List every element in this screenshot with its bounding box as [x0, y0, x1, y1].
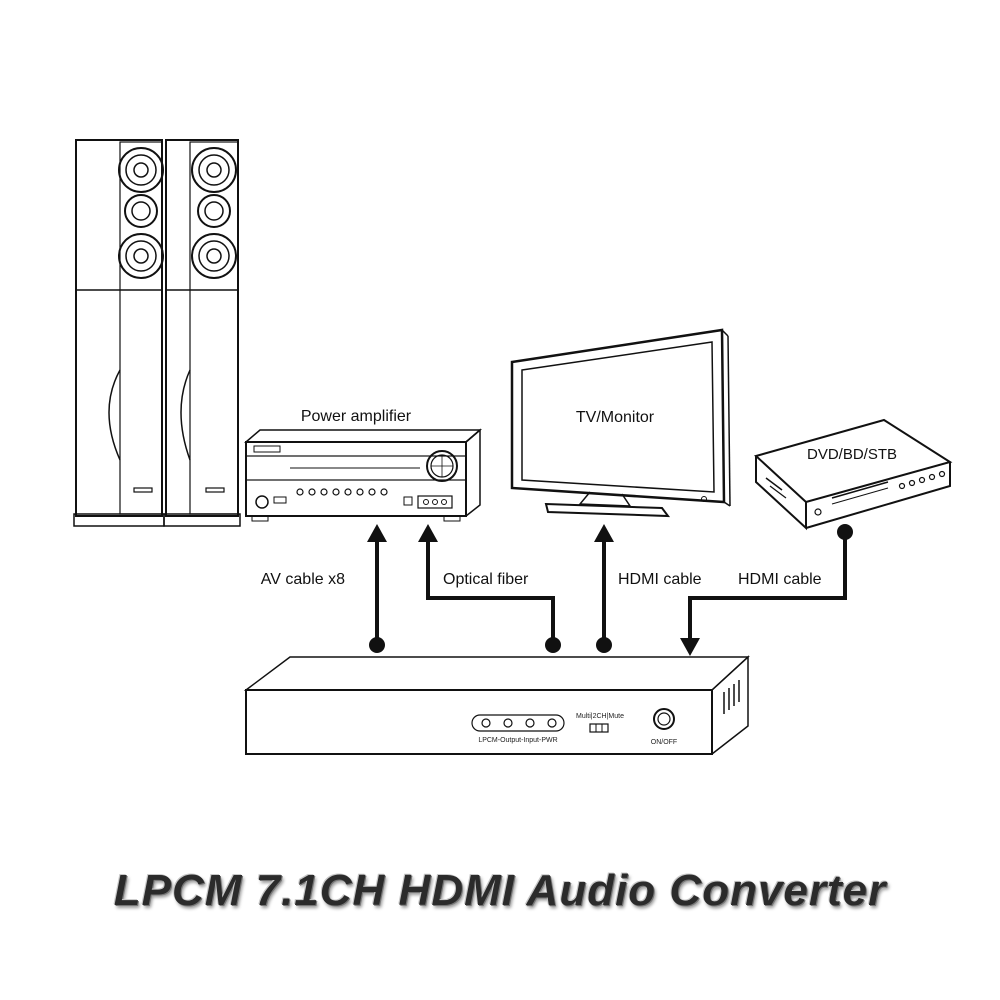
diagram-title: LPCM 7.1CH HDMI Audio Converter [113, 866, 887, 915]
amplifier-buttons [296, 488, 388, 496]
mode-switch-label: Multi|2CH|Mute [576, 713, 624, 720]
vent-slots [723, 680, 740, 714]
speaker-left [73, 139, 165, 527]
dvd-player-label: DVD/BD/STB [807, 446, 897, 463]
dvd-player: DVD/BD/STB [754, 418, 953, 531]
cable-optical: Optical fiber [418, 524, 561, 653]
cable-av-label: AV cable x8 [261, 571, 345, 588]
power-amplifier-label: Power amplifier [301, 408, 412, 425]
speaker-right [163, 139, 241, 527]
cable-optical-label: Optical fiber [443, 571, 529, 588]
cable-hdmi-in-label: HDMI cable [738, 571, 822, 588]
power-amplifier: Power amplifier [243, 408, 483, 522]
indicator-leds [471, 714, 565, 732]
cable-hdmi-in: HDMI cable [680, 524, 853, 656]
power-button-label: ON/OFF [651, 739, 677, 746]
tv-monitor: TV/Monitor [510, 328, 731, 518]
cable-hdmi-out-label: HDMI cable [618, 571, 702, 588]
cable-av: AV cable x8 [261, 524, 387, 653]
power-button[interactable] [653, 708, 675, 730]
cable-hdmi-out: HDMI cable [594, 524, 702, 653]
tv-monitor-label: TV/Monitor [576, 409, 655, 426]
hdmi-audio-converter: LPCM-Output-Input-PWR Multi|2CH|Mute ON/… [243, 655, 750, 755]
indicator-labels: LPCM-Output-Input-PWR [478, 737, 557, 744]
mode-switch[interactable] [589, 723, 609, 733]
